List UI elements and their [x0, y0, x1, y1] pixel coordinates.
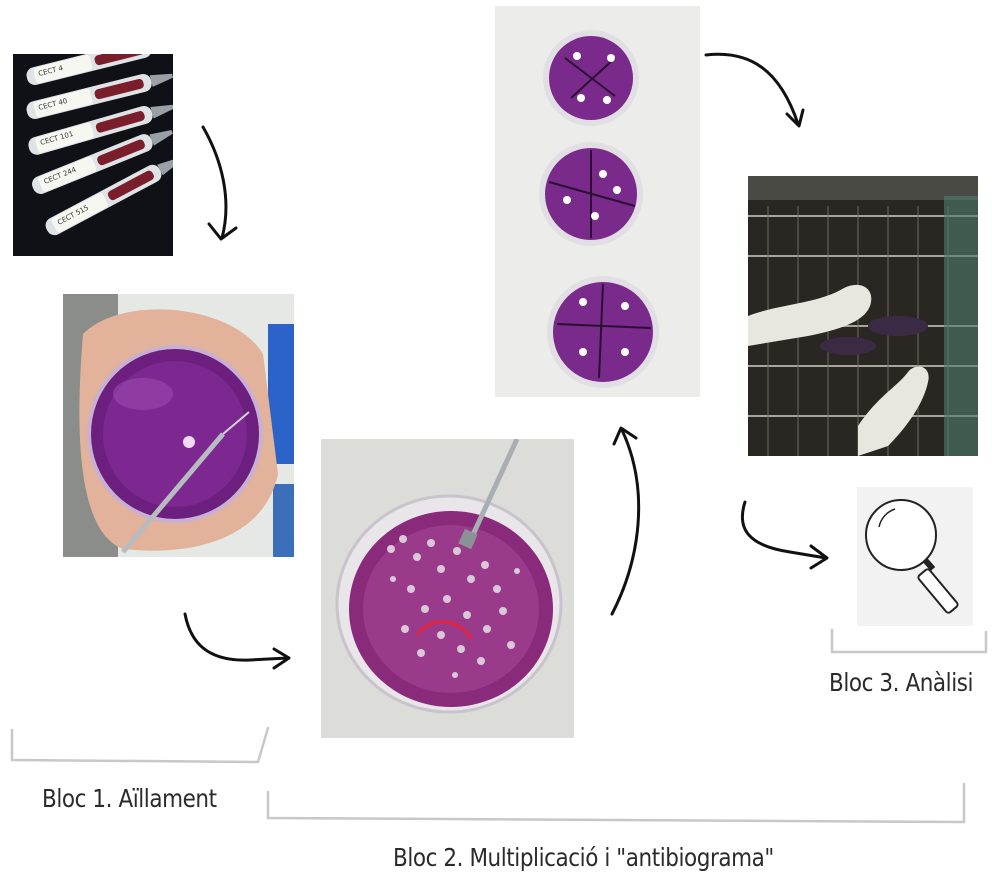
bracket-bloc-2	[268, 784, 964, 822]
arrow-tubes-to-hand	[203, 127, 236, 239]
arrow-hand-to-streak	[185, 614, 289, 668]
bracket-bloc-3	[832, 630, 986, 652]
bracket-bloc-1	[12, 728, 268, 762]
label-bloc-3: Bloc 3. Anàlisi	[829, 668, 973, 697]
label-bloc-1: Bloc 1. Aïllament	[42, 784, 217, 813]
label-bloc-2: Bloc 2. Multiplicació i "antibiograma"	[393, 843, 774, 872]
arrow-streak-to-antibiogram	[612, 428, 639, 614]
arrow-antibiogram-to-incubator	[706, 54, 803, 126]
arrow-incubator-to-analysis	[742, 502, 827, 568]
